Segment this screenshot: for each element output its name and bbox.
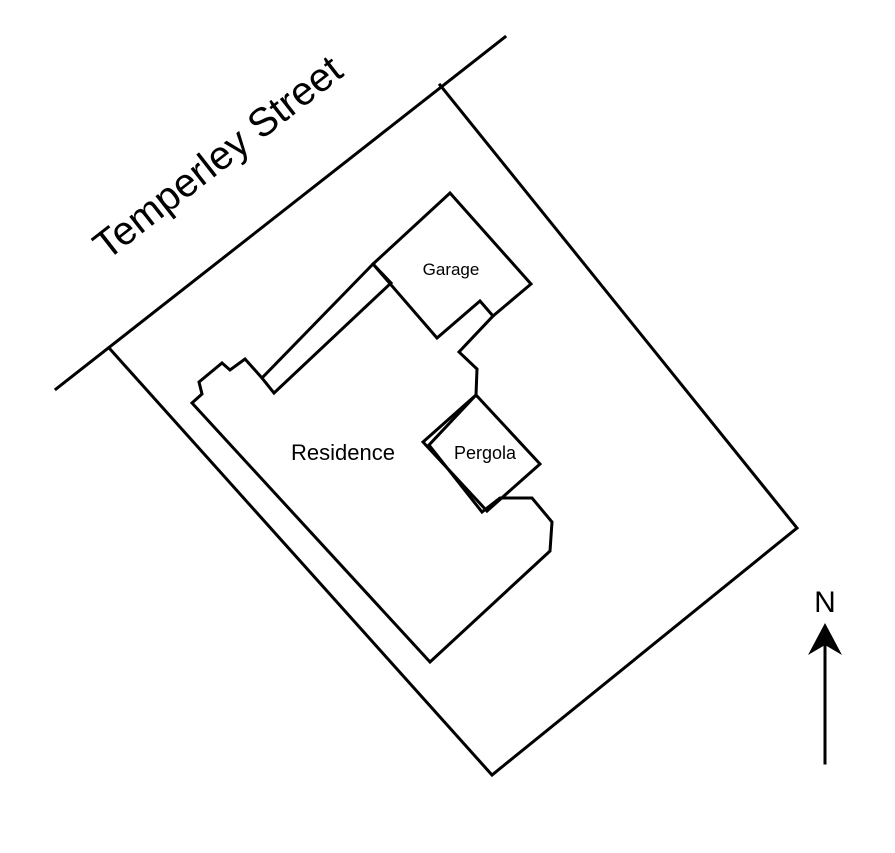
- property-boundary: [107, 82, 800, 778]
- walkway-outline: [260, 261, 394, 396]
- residence-outline: [189, 313, 554, 665]
- street-name-label: Temperley Street: [85, 47, 350, 268]
- street-edge-line: [53, 34, 508, 392]
- north-label: N: [814, 586, 836, 619]
- pergola-outline: [420, 392, 543, 514]
- residence-label: Residence: [291, 440, 395, 465]
- north-arrow-head: [808, 623, 842, 655]
- north-arrow-icon: [808, 623, 842, 765]
- pergola-label: Pergola: [454, 443, 517, 463]
- garage-label: Garage: [423, 260, 480, 279]
